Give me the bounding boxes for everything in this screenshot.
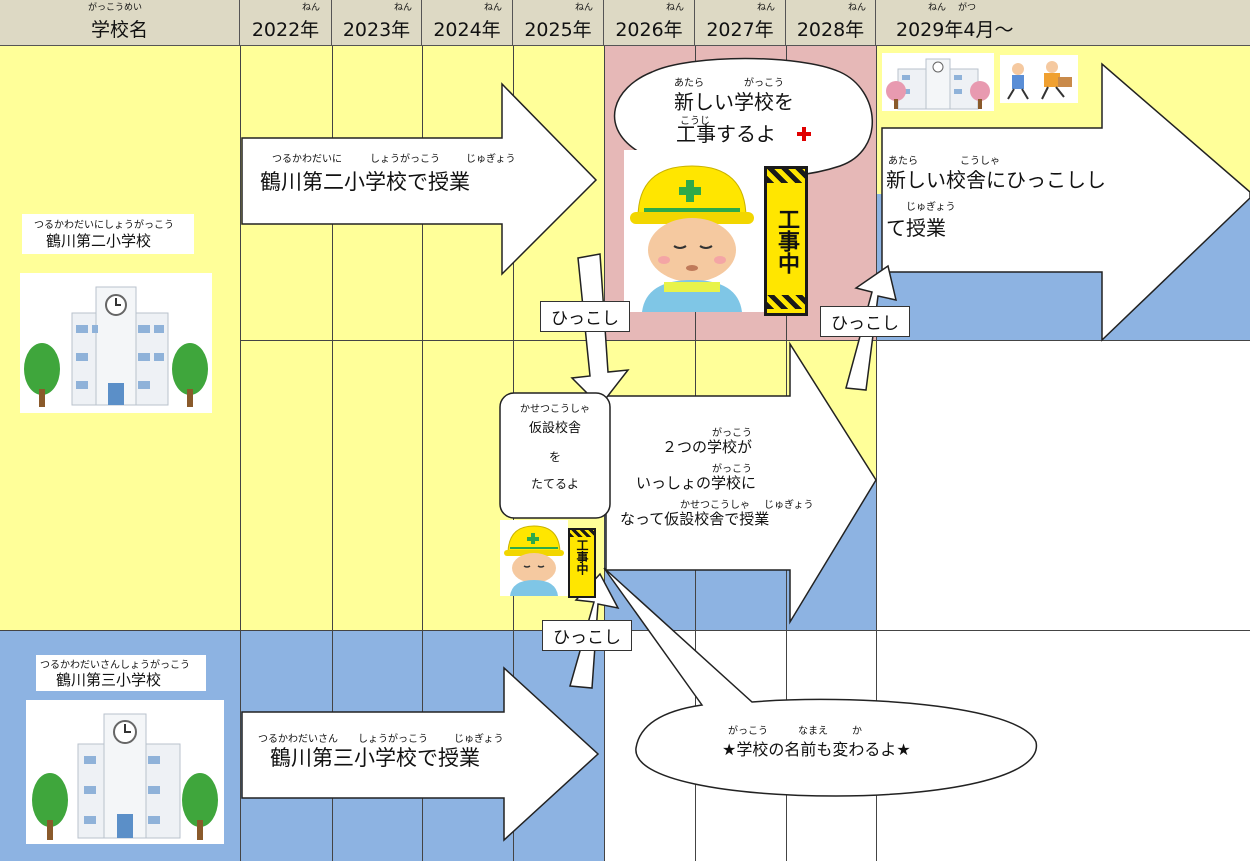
small-construction-worker-image [500,520,568,596]
grid-line [876,46,877,861]
merged-school-arrow [605,341,877,625]
grid-line [240,340,1250,341]
merged-school-text: がっこう ２つの学校が がっこう いっしょの学校に かせつこうしゃ じゅぎょう … [620,428,814,528]
small-construction-sign-text: 工事中 [575,539,589,575]
header-year-2026: ねん 2026年 [604,0,695,46]
header-year-2025: ねん 2025年 [513,0,604,46]
red-cross-icon [797,127,811,141]
grid-line [332,46,333,861]
school-name-ruby: がっこうめい [88,3,143,13]
header-year-2029: ねん がつ 2029年4月～ [876,0,1250,46]
move-label-1: ひっこし [540,301,630,332]
school3-label: つるかわだいさんしょうがっこう 鶴川第三小学校 [36,655,206,691]
school3-class-text: つるかわだいさん しょうがっこう じゅぎょう 鶴川第三小学校で授業 [258,734,504,770]
header-year-2027: ねん 2027年 [695,0,786,46]
temporary-bubble-text: かせつこうしゃ 仮設校舎 を たてるよ [520,404,590,491]
temporary-bubble-shape [499,392,611,519]
school2-class-arrow [241,82,598,276]
sign-stripes-bottom [767,295,805,309]
school2-class-text: つるかわだいに しょうがっこう じゅぎょう 鶴川第二小学校で授業 [260,154,516,194]
move-label-3: ひっこし [542,620,632,651]
header-year-2022: ねん 2022年 [240,0,332,46]
header-school-name: がっこうめい 学校名 [0,0,240,46]
school2-name: 鶴川第二小学校 [46,232,152,250]
header-year-2023: ねん 2023年 [332,0,422,46]
rename-bubble-shape [603,567,1037,797]
new-building-arrow [881,62,1250,342]
children-moving-image [1000,55,1078,103]
school3-building-image [26,700,224,844]
header-year-2024: ねん 2024年 [422,0,513,46]
grid-line [422,46,423,861]
move-label-2: ひっこし [820,306,910,337]
school3-class-arrow [241,666,600,842]
new-building-text: あたら こうしゃ 新しい校舎にひっこしし じゅぎょう て授業 [886,156,1106,240]
rename-bubble-text: がっこう なまえ か ★学校の名前も変わるよ★ [722,726,911,759]
header-year-2028: ねん 2028年 [786,0,876,46]
construction-sign-text: 工事中 [774,208,799,274]
small-construction-sign: 工事中 [568,528,596,598]
sign-stripes-top [767,169,805,183]
grid-line [240,46,241,861]
new-school-building-image [882,53,994,111]
school2-label: つるかわだいにしょうがっこう 鶴川第二小学校 [22,214,194,254]
construction-sign: 工事中 [764,166,808,316]
school3-name: 鶴川第三小学校 [56,671,162,689]
school2-building-image [20,273,212,413]
school-name-header: 学校名 [90,19,148,41]
construction-bubble-text: あたら がっこう 新しい学校を こうじ 工事するよ [664,74,834,164]
construction-worker-image [624,150,764,312]
